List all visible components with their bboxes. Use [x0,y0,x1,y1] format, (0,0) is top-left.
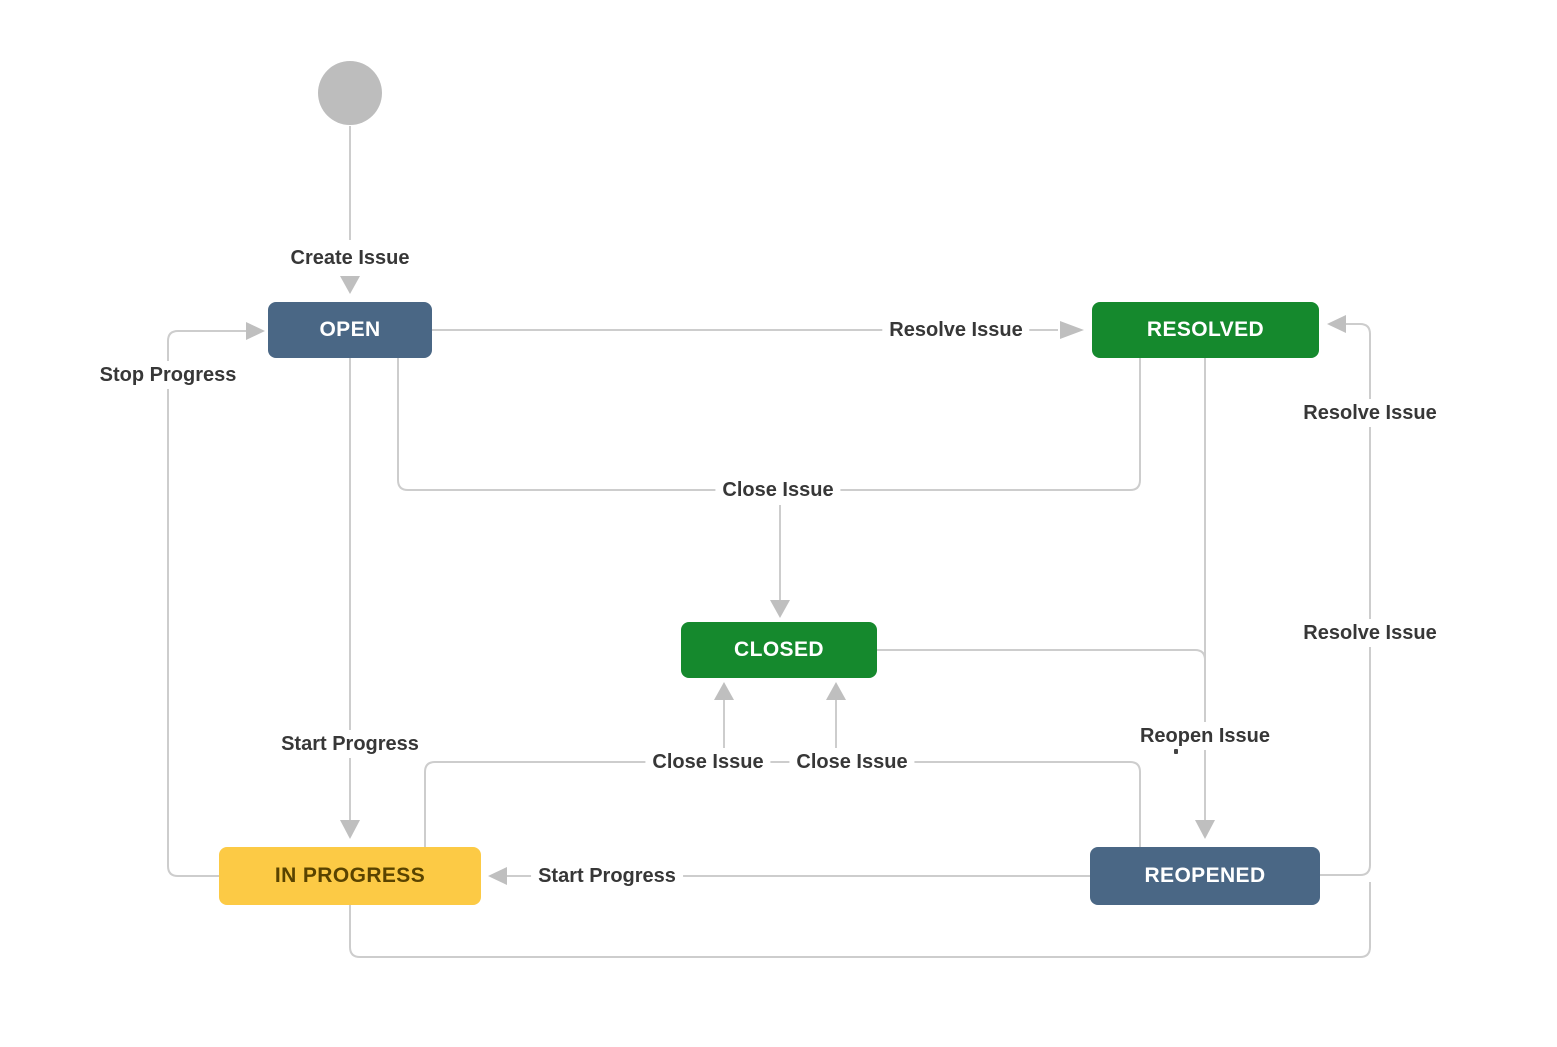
transition-label-resolve-issue-from-reopened[interactable]: Resolve Issue [1296,399,1444,427]
arrowhead-close-issue-merged [770,600,790,618]
node-resolved[interactable]: RESOLVED [1092,302,1319,358]
transition-label-resolve-issue-from-in-progress[interactable]: Resolve Issue [1296,619,1444,647]
node-open[interactable]: OPEN [268,302,432,358]
arrowhead-close-left [714,682,734,700]
node-in-progress[interactable]: IN PROGRESS [219,847,481,905]
edge-closed-to-reopened-line [877,649,1206,661]
transition-label-close-issue-from-in-progress[interactable]: Close Issue [645,748,771,776]
edge-reopened-to-resolved-line [1320,323,1371,876]
transition-label-start-progress-from-open[interactable]: Start Progress [274,730,426,758]
edge-close-issue-merged-line [397,358,1141,491]
arrowhead-reopen-issue [1195,820,1215,839]
arrowhead-open-to-resolved [1060,321,1084,339]
transition-label-close-issue-merged[interactable]: Close Issue [715,476,841,504]
node-reopened[interactable]: REOPENED [1090,847,1320,905]
transition-label-stop-progress[interactable]: Stop Progress [92,361,244,389]
arrowhead-create-issue [340,276,360,294]
transition-label-reopen-issue[interactable]: Reopen Issue [1132,722,1278,750]
transition-label-create-issue[interactable]: Create Issue [283,244,417,272]
transition-label-close-issue-from-reopened[interactable]: Close Issue [789,748,915,776]
arrowhead-reopened-to-inprogress [488,867,507,885]
edge-inprogress-to-resolved-line [349,882,1371,958]
arrowhead-close-right [826,682,846,700]
node-closed[interactable]: CLOSED [681,622,877,678]
transition-label-start-progress-from-reopened[interactable]: Start Progress [531,862,683,890]
transition-label-resolve-issue-from-open[interactable]: Resolve Issue [882,316,1030,344]
stray-dot-mark [1174,749,1178,754]
arrowhead-reopened-to-resolved [1327,315,1346,333]
arrowhead-open-to-inprogress [340,820,360,839]
edge-stop-progress-line [167,330,246,877]
start-node [318,61,382,125]
edge-to-closed-shared-line [424,761,1141,847]
arrowhead-stop-progress [246,322,265,340]
